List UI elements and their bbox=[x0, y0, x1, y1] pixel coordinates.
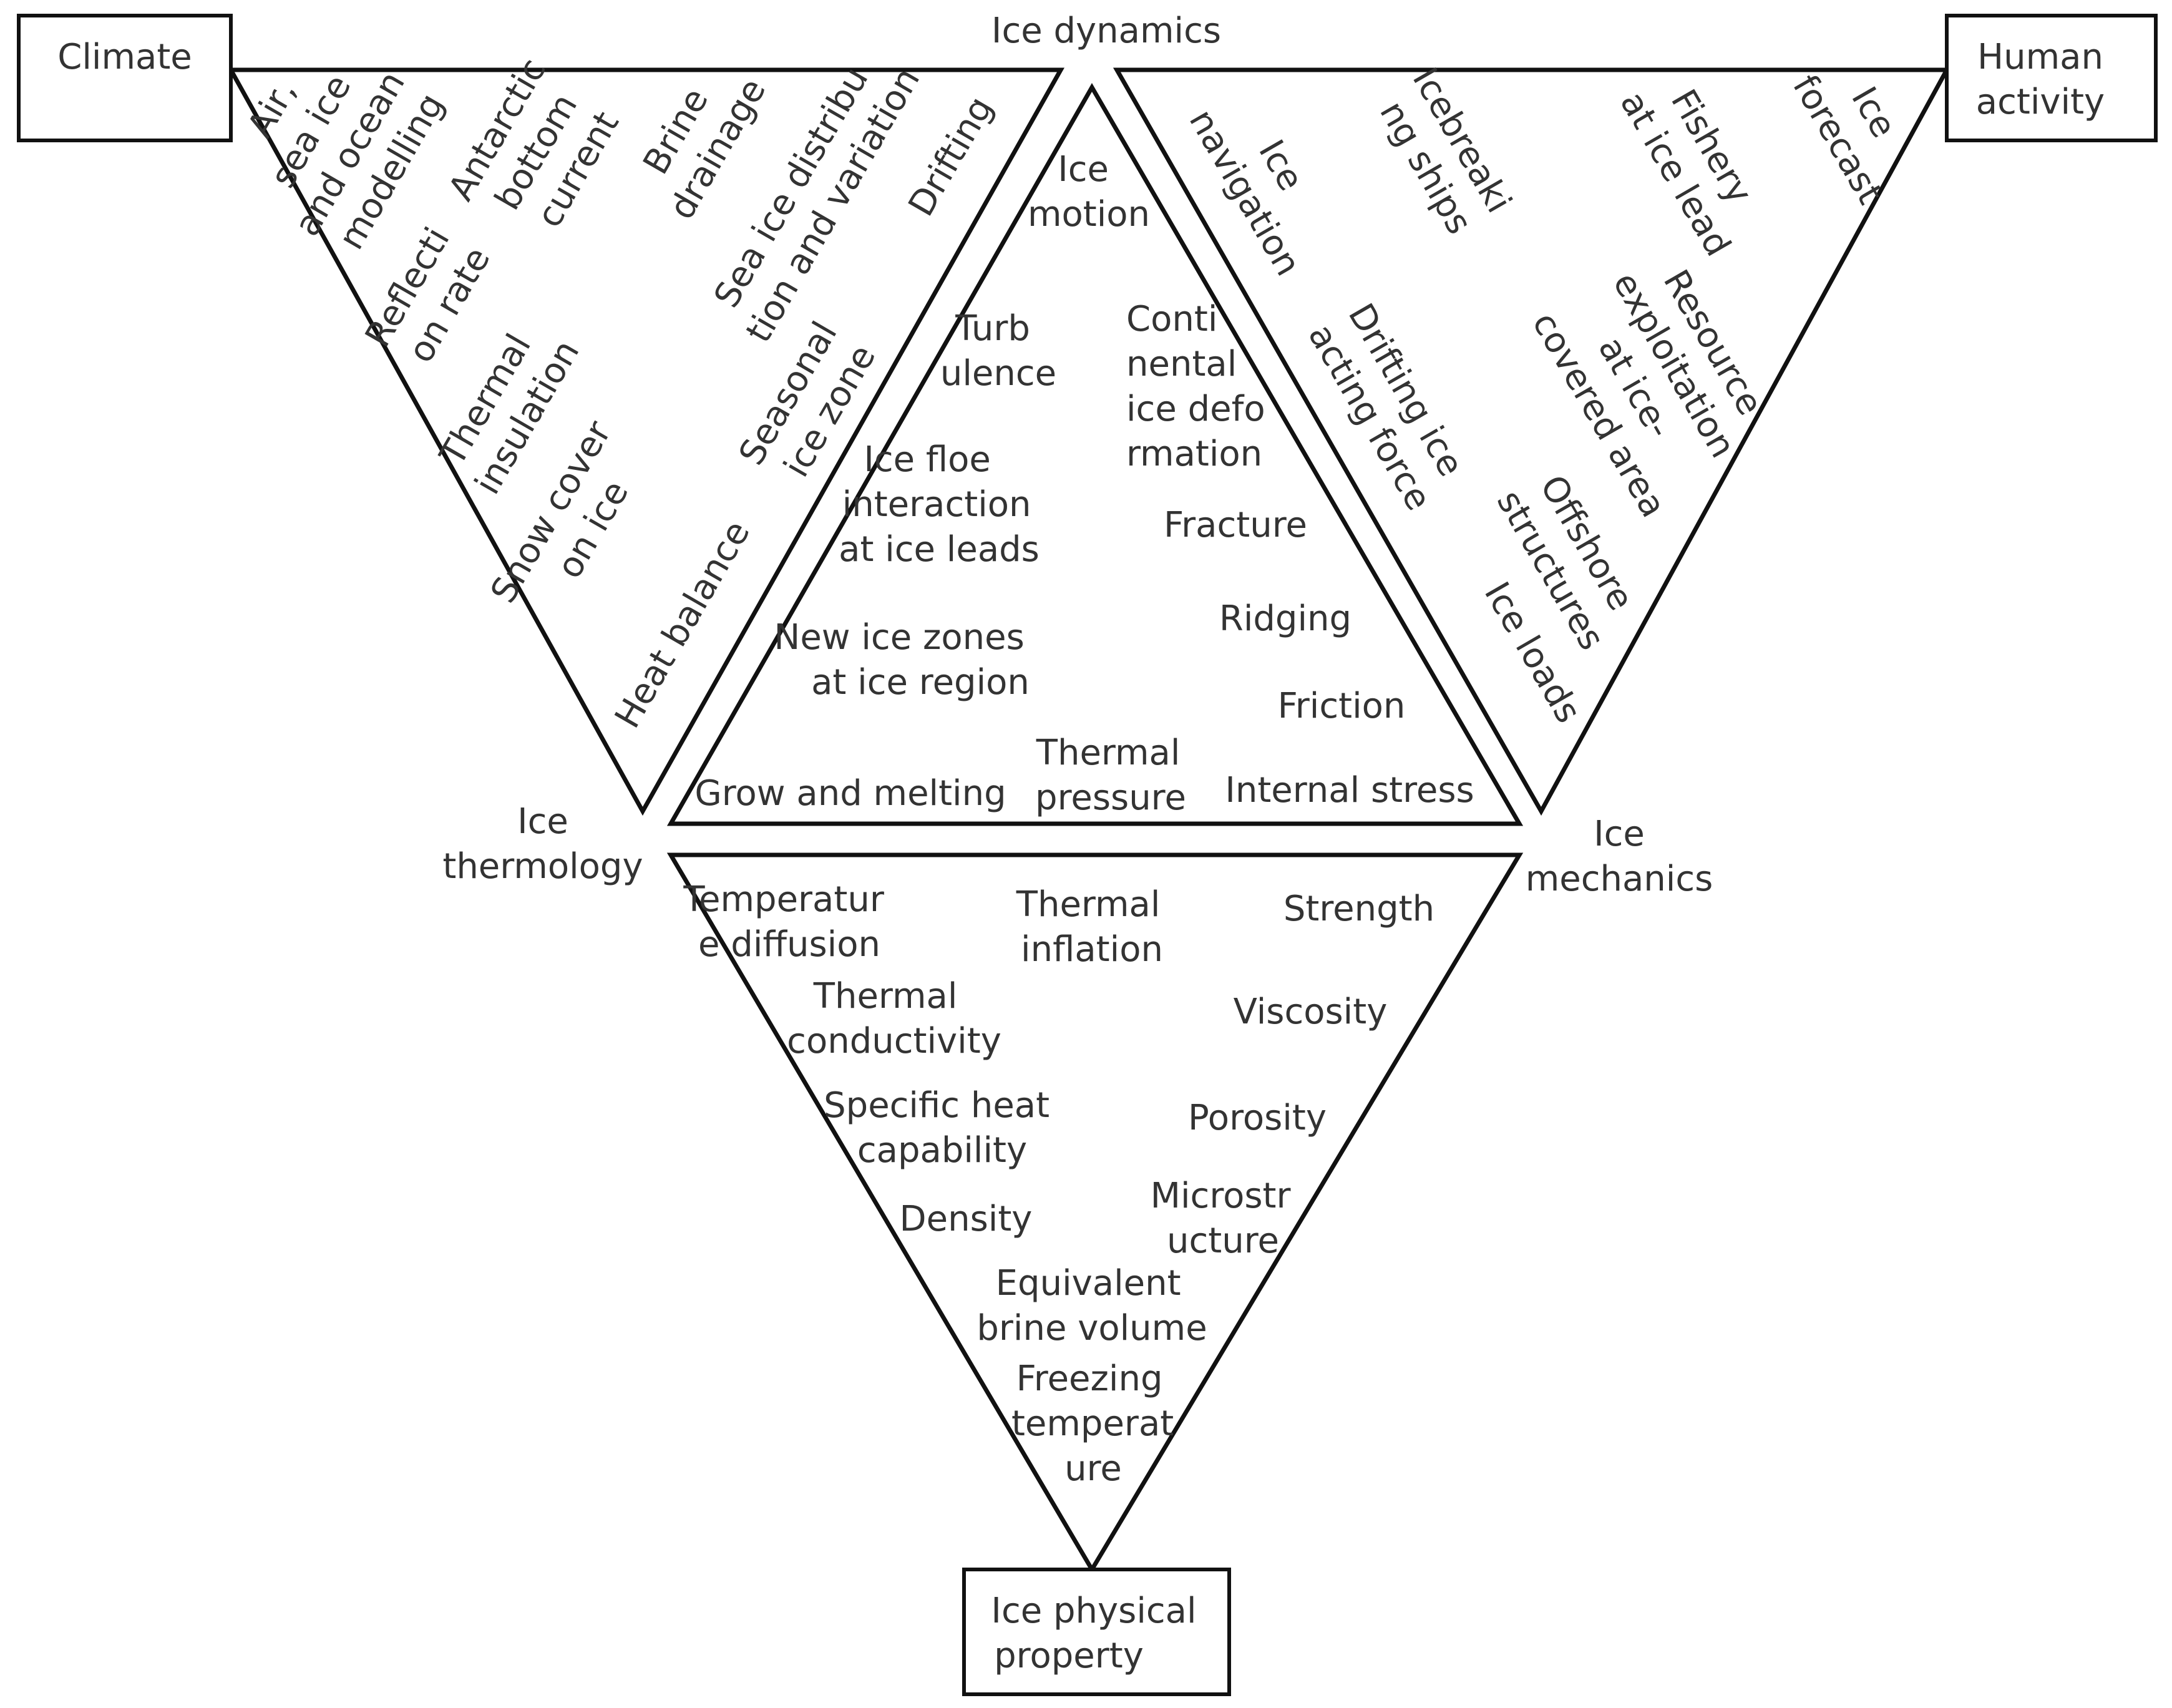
ice-physical-property-box bbox=[962, 1568, 1231, 1696]
bottom-triangle bbox=[666, 852, 1524, 1574]
turbulence-label: Turb ulence bbox=[940, 308, 1056, 394]
freezing-temperature-label: Freezing temperat ure bbox=[1011, 1359, 1185, 1489]
new-ice-zones-label: New ice zones at ice region bbox=[774, 617, 1035, 703]
internal-stress-label: Internal stress bbox=[1225, 770, 1474, 811]
heat-balance-label: Heat balance bbox=[607, 514, 758, 735]
left-triangle bbox=[227, 67, 1064, 816]
ice-dynamics-label: Ice dynamics bbox=[991, 11, 1221, 51]
bottom-triangle-labels: Temperatur e diffusion Thermal inflation… bbox=[683, 879, 1434, 1489]
human-activity-label-2: activity bbox=[1976, 82, 2105, 122]
ridging-label: Ridging bbox=[1219, 598, 1351, 639]
viscosity-label: Viscosity bbox=[1234, 992, 1388, 1032]
thermal-inflation-label: Thermal inflation bbox=[1016, 884, 1171, 970]
ice-floe-interaction-label: Ice floe interaction at ice leads bbox=[839, 439, 1042, 570]
human-activity-box bbox=[1945, 14, 2158, 142]
reflection-rate-label: Reflecti on rate bbox=[358, 211, 502, 376]
ice-mechanics-label-1: Ice bbox=[1594, 814, 1645, 854]
antarctic-bottom-current-label: Antarctic bottom current bbox=[441, 42, 637, 252]
strength-label: Strength bbox=[1283, 889, 1434, 929]
ice-physical-property-label-1: Ice physical bbox=[991, 1591, 1196, 1631]
porosity-label: Porosity bbox=[1188, 1098, 1327, 1138]
ice-motion-label: Ice motion bbox=[1028, 149, 1150, 235]
specific-heat-label: Specific heat capability bbox=[824, 1085, 1061, 1171]
grow-and-melting-label: Grow and melting bbox=[694, 773, 1006, 814]
ice-thermology-label-1: Ice bbox=[517, 801, 568, 842]
ice-physical-property-label-2: property bbox=[994, 1636, 1144, 1676]
human-activity-label-1: Human bbox=[1977, 37, 2103, 77]
center-triangle-labels: Ice motion Turb ulence Conti nental ice … bbox=[694, 149, 1474, 818]
icebreaking-ships-label: Icebreaki ng ships bbox=[1365, 61, 1524, 252]
density-label: Density bbox=[900, 1199, 1033, 1239]
equivalent-brine-volume-label: Equivalent brine volume bbox=[976, 1263, 1207, 1349]
drifting-ice-acting-force-label: Drifting ice acting force bbox=[1300, 295, 1478, 517]
temperature-diffusion-label: Temperatur e diffusion bbox=[683, 879, 895, 965]
brine-drainage-label: Brine drainage bbox=[623, 49, 774, 227]
right-triangle bbox=[1113, 67, 1950, 816]
thermal-conductivity-label: Thermal conductivity bbox=[787, 976, 1001, 1061]
thermal-insulation-label: Thermal insulation bbox=[428, 311, 587, 501]
ice-mechanics-label-2: mechanics bbox=[1526, 859, 1713, 899]
thermal-pressure-label: Thermal pressure bbox=[1035, 733, 1191, 818]
fishery-label: Fishery at ice lead bbox=[1612, 62, 1778, 263]
microstructure-label: Microstr ucture bbox=[1151, 1176, 1302, 1261]
friction-label: Friction bbox=[1278, 686, 1406, 726]
center-triangle bbox=[666, 82, 1524, 826]
climate-box bbox=[17, 14, 233, 142]
ice-navigation-label: Ice navigation bbox=[1181, 80, 1347, 283]
continental-ice-deformation-label: Conti nental ice defo rmation bbox=[1126, 299, 1276, 474]
ice-thermology-label-2: thermology bbox=[442, 846, 643, 887]
climate-label: Climate bbox=[57, 37, 192, 77]
fracture-label: Fracture bbox=[1164, 505, 1307, 545]
